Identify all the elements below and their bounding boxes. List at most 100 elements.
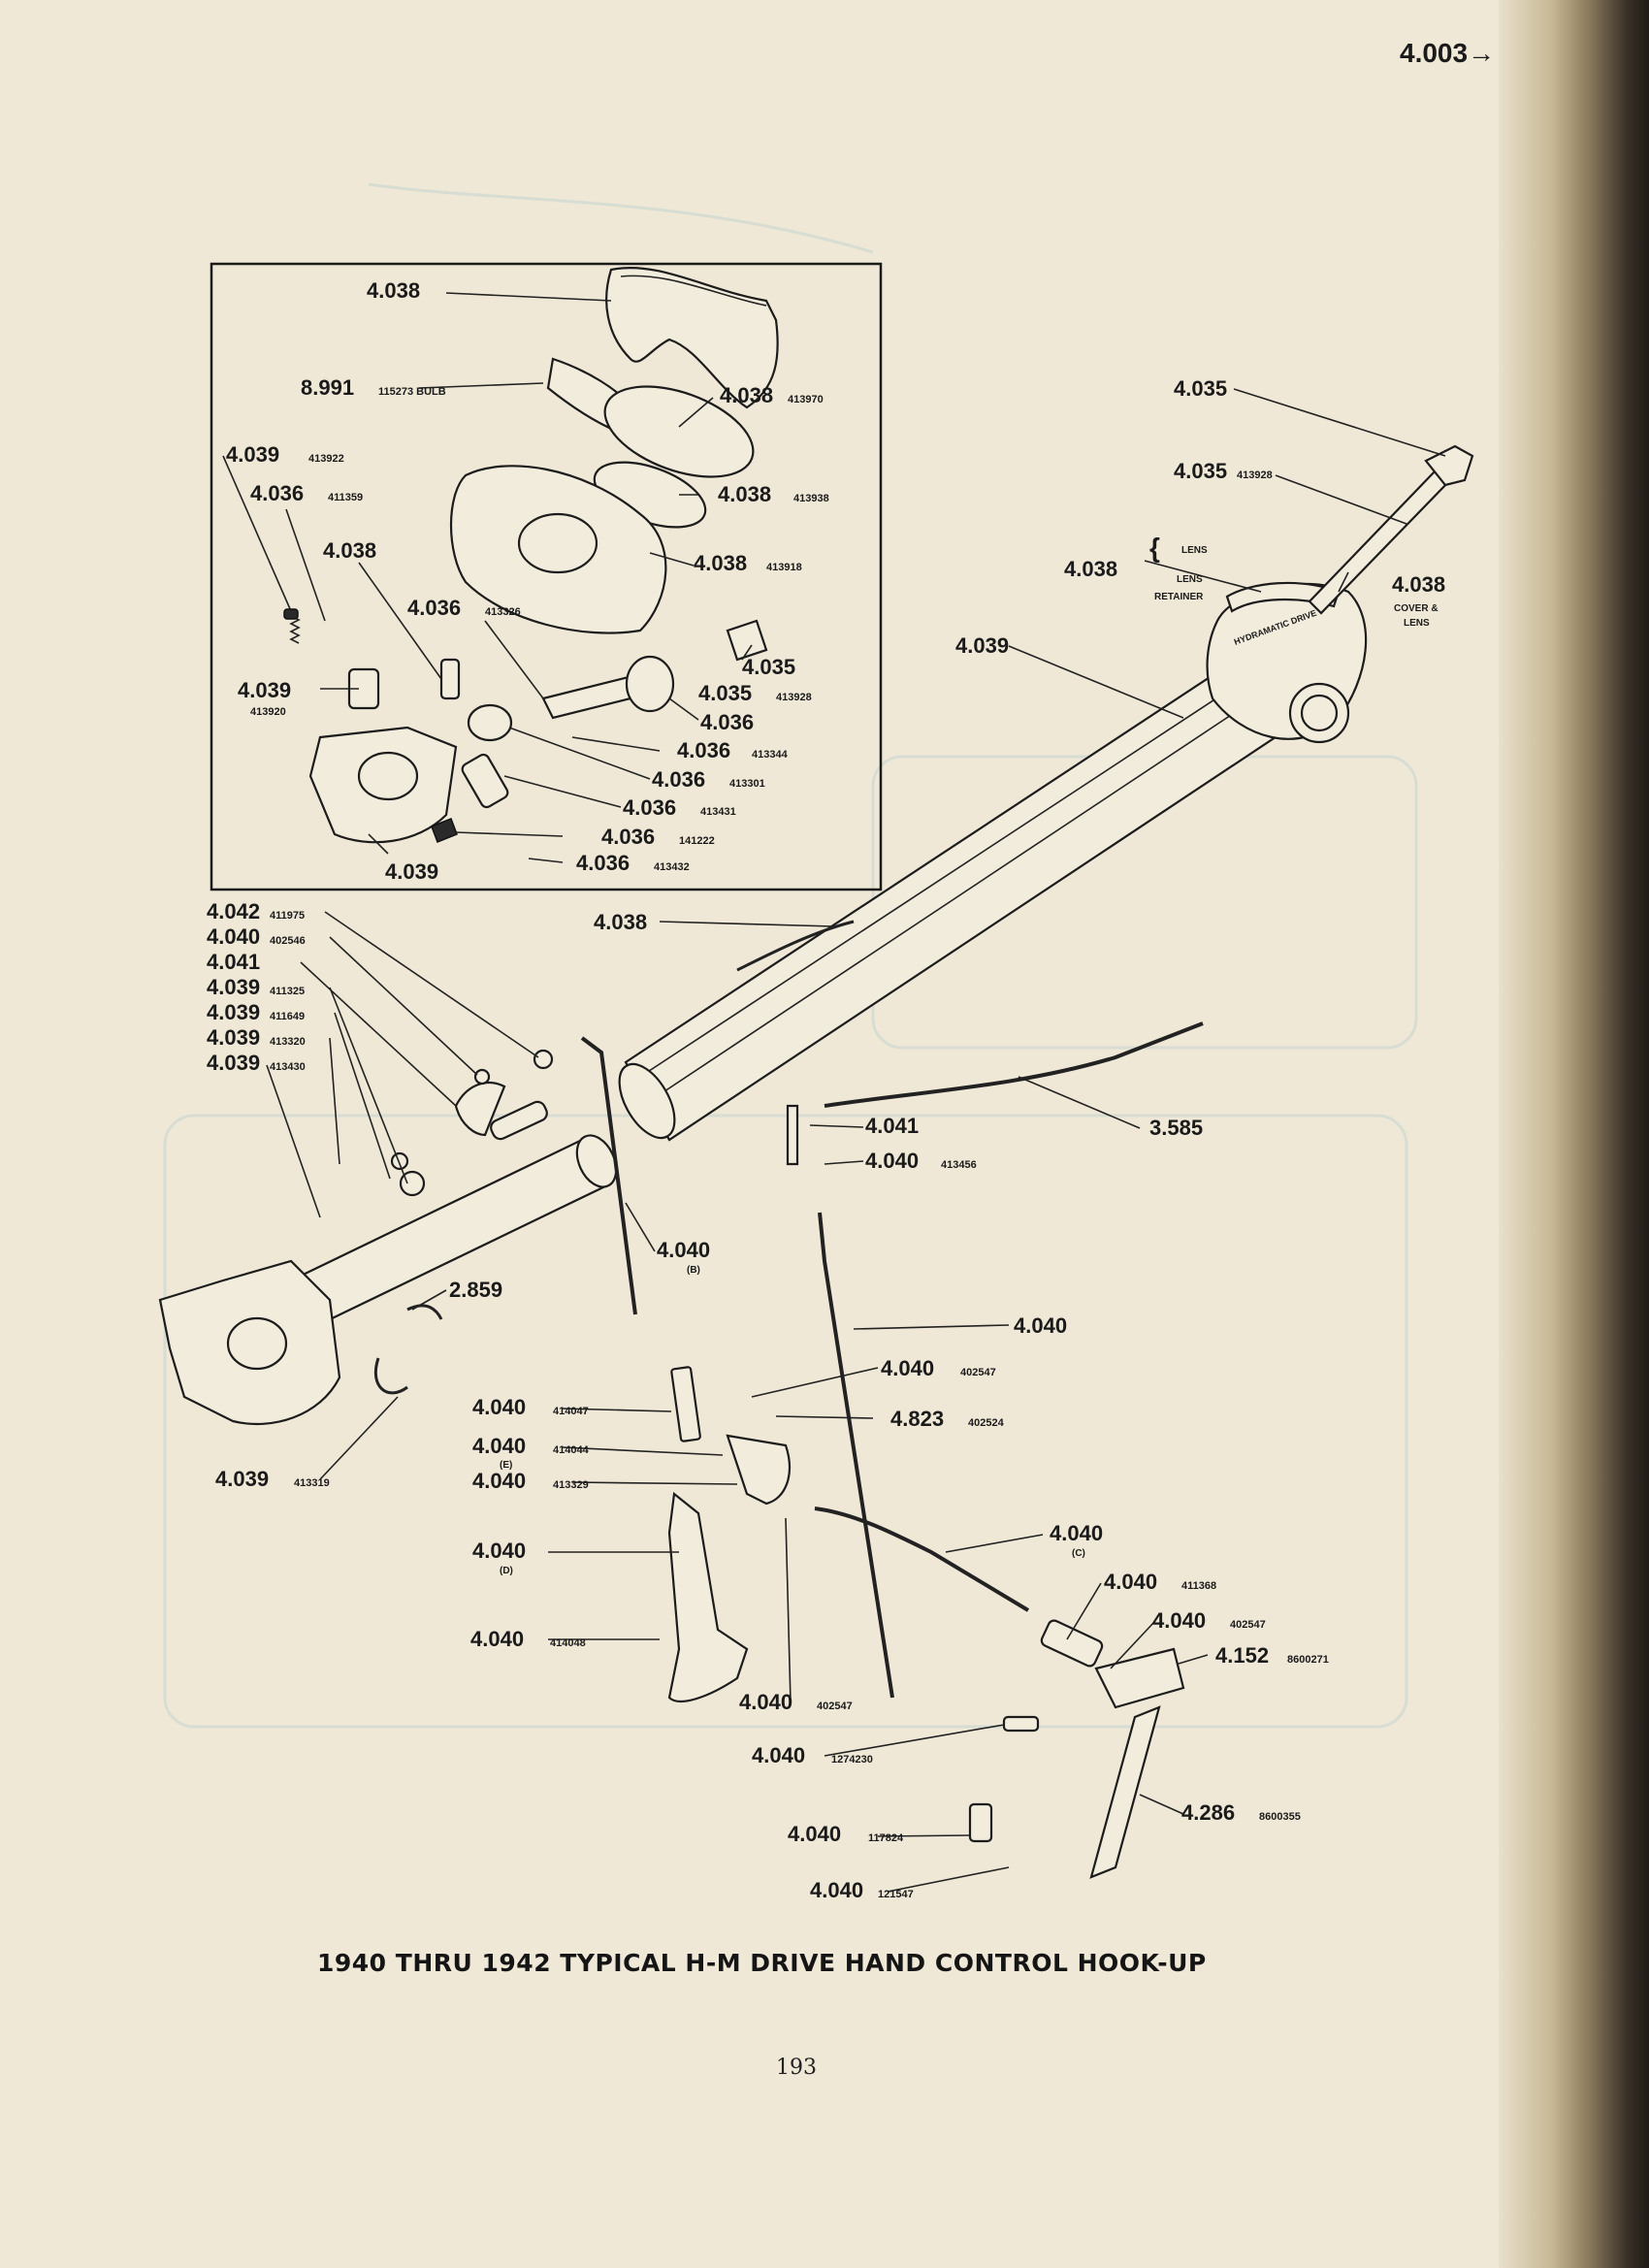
inset-label-14-sub: 413301 [729, 778, 765, 790]
main-label-21-sub: 414047 [553, 1406, 589, 1417]
main-label-8-sub: 402546 [270, 935, 306, 947]
main-label-22-sub: 402524 [968, 1417, 1005, 1429]
inset-label-group: 4.038 8.991 115273 BULB 4.038 413970 4.0… [226, 278, 829, 884]
inset-label-18: 4.036 [576, 851, 630, 875]
main-label-1-sub: 413928 [1237, 470, 1273, 481]
main-label-37-sub: 121547 [878, 1889, 914, 1900]
main-label-7: 4.042 [207, 899, 260, 923]
main-label-23: 4.040 [472, 1434, 526, 1458]
inset-label-8-sub: 413326 [485, 606, 521, 618]
main-label-36-sub: 117824 [868, 1832, 904, 1844]
inset-label-18-sub: 413432 [654, 861, 690, 873]
main-label-16: 4.040 [865, 1149, 919, 1173]
main-leaders [266, 388, 1446, 1893]
inset-label-13: 4.036 [677, 738, 730, 762]
main-label-25: 4.040 [472, 1469, 526, 1493]
main-label-28: 4.040 [1050, 1521, 1103, 1545]
inset-label-7: 4.038 [694, 551, 747, 575]
main-label-3: 4.038 [1392, 572, 1445, 597]
inset-label-1: 8.991 [301, 375, 354, 400]
inset-label-16-sub: 141222 [679, 835, 715, 847]
main-label-20-sub: 402547 [960, 1367, 996, 1378]
inset-frame [210, 262, 883, 891]
main-label-7-sub: 411975 [270, 910, 305, 922]
inset-label-9: 4.035 [742, 655, 795, 679]
inset-label-4: 4.036 [250, 481, 304, 505]
main-label-31-sub: 8600271 [1287, 1654, 1329, 1666]
inset-label-3: 4.039 [226, 442, 279, 467]
inset-label-8: 4.036 [407, 596, 461, 620]
main-label-10: 4.039 [207, 975, 260, 999]
main-label-17: 4.040 [657, 1238, 710, 1262]
main-label-20: 4.040 [881, 1356, 934, 1380]
main-label-24-sub: (E) [500, 1460, 512, 1471]
inset-label-13-sub: 413344 [752, 749, 789, 761]
main-label-32-sub: 414048 [550, 1637, 586, 1649]
lens-retainer-label-1: LENS [1177, 574, 1203, 585]
lens-label: LENS [1181, 545, 1208, 556]
main-label-18: 2.859 [449, 1278, 502, 1302]
main-label-29-sub: 411368 [1181, 1580, 1216, 1592]
main-label-17-sub: (B) [687, 1265, 700, 1276]
main-label-35: 4.286 [1181, 1800, 1235, 1825]
main-label-6: 4.038 [594, 910, 647, 934]
inset-label-7-sub: 413918 [766, 562, 802, 573]
main-label-33-sub: 402547 [817, 1701, 853, 1712]
inset-label-15-sub: 413431 [700, 806, 736, 818]
main-label-25-sub: 413329 [553, 1479, 589, 1491]
main-label-3-sub: COVER & [1394, 603, 1439, 614]
inset-label-10: 4.035 [698, 681, 752, 705]
main-label-1: 4.035 [1174, 459, 1227, 483]
page-number: 193 [776, 2056, 817, 2080]
main-label-9: 4.041 [207, 950, 260, 974]
main-label-12-sub: 413320 [270, 1036, 306, 1048]
main-label-10-sub: 411325 [270, 986, 305, 997]
main-label-22: 4.823 [890, 1407, 944, 1431]
book-spine-shadow [1499, 0, 1649, 2268]
main-label-37: 4.040 [810, 1878, 863, 1902]
main-label-27-sub: (D) [500, 1566, 513, 1576]
inset-label-14: 4.036 [652, 767, 705, 792]
inset-label-0: 4.038 [367, 278, 420, 303]
main-label-23-sub: 414044 [553, 1444, 590, 1456]
main-label-8: 4.040 [207, 924, 260, 949]
figure-caption: 1940 THRU 1942 TYPICAL H-M DRIVE HAND CO… [317, 1949, 1207, 1977]
main-label-34: 4.040 [752, 1743, 805, 1767]
inset-label-4-sub: 411359 [328, 492, 363, 503]
inset-label-10-sub: 413928 [776, 692, 812, 703]
main-label-33: 4.040 [739, 1690, 792, 1714]
inset-label-6: 4.038 [323, 538, 376, 563]
inset-label-15: 4.036 [623, 795, 676, 820]
main-label-13: 4.039 [207, 1051, 260, 1075]
main-label-32: 4.040 [470, 1627, 524, 1651]
main-label-27: 4.040 [472, 1539, 526, 1563]
main-label-19: 4.040 [1014, 1313, 1067, 1338]
main-label-26-sub: 413319 [294, 1477, 330, 1489]
main-parts [158, 444, 1474, 1879]
inset-label-5-sub: 413938 [793, 493, 829, 504]
main-label-13-sub: 413430 [270, 1061, 306, 1073]
main-label-26: 4.039 [215, 1467, 269, 1491]
main-label-30: 4.040 [1152, 1608, 1206, 1633]
main-label-11: 4.039 [207, 1000, 260, 1024]
inset-label-16: 4.036 [601, 825, 655, 849]
main-label-30-sub: 402547 [1230, 1619, 1266, 1631]
main-label-14: 4.041 [865, 1114, 919, 1138]
main-label-11-sub: 411649 [270, 1011, 305, 1022]
main-label-31: 4.152 [1215, 1643, 1269, 1668]
main-label-4-sub: LENS [1404, 618, 1430, 629]
inset-label-3-sub: 413922 [308, 453, 344, 465]
main-label-21: 4.040 [472, 1395, 526, 1419]
main-label-0: 4.035 [1174, 376, 1227, 401]
inset-label-11-sub: 413920 [250, 706, 286, 718]
main-label-35-sub: 8600355 [1259, 1811, 1301, 1823]
main-label-16-sub: 413456 [941, 1159, 977, 1171]
main-label-28-sub: (C) [1072, 1548, 1085, 1559]
inset-leaders [222, 292, 753, 863]
inset-label-2: 4.038 [720, 383, 773, 407]
main-label-12: 4.039 [207, 1025, 260, 1050]
main-label-2: 4.038 [1064, 557, 1117, 581]
main-label-15: 3.585 [1149, 1116, 1203, 1140]
inset-label-12: 4.036 [700, 710, 754, 734]
